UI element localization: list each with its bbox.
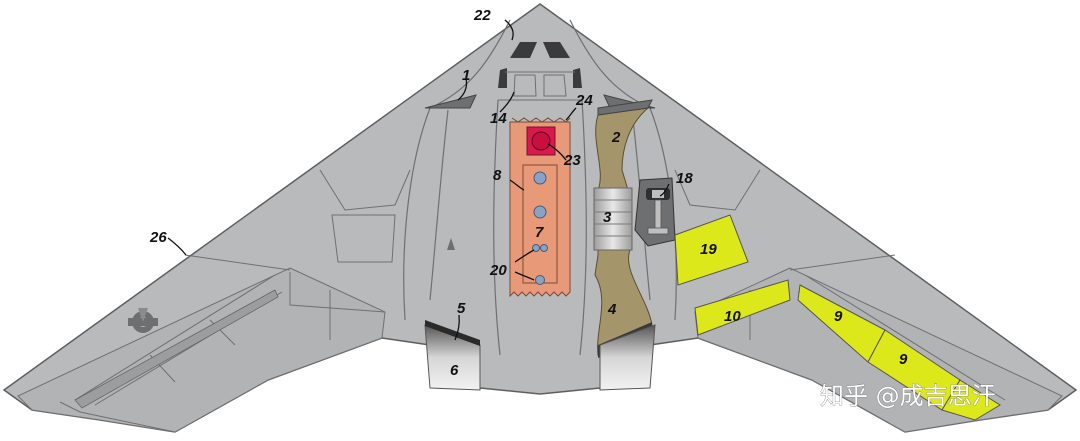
label-8: 8: [493, 167, 502, 184]
panel-9-tip: [941, 379, 1001, 421]
wing-panel-lines: [184, 169, 896, 271]
panel-10: [694, 279, 791, 336]
left-inlet: [424, 94, 477, 109]
left-control-surfaces: [59, 272, 386, 433]
label-9-b: 9: [899, 351, 908, 368]
weapons-bay: [509, 117, 571, 298]
label-2: 2: [611, 129, 621, 146]
label-7: 7: [535, 224, 544, 241]
label-14: 14: [490, 110, 507, 127]
label-18: 18: [676, 170, 693, 187]
label-5: 5: [457, 300, 466, 317]
label-1: 1: [462, 67, 470, 84]
label-4: 4: [607, 301, 617, 318]
launcher-store: [533, 205, 547, 219]
leader-lines: [167, 19, 670, 341]
launcher-store: [533, 171, 547, 185]
bay-frame-3: [593, 187, 633, 251]
right-exhaust: [599, 324, 656, 391]
label-20: 20: [489, 262, 507, 279]
left-trailing-slot: [74, 289, 279, 409]
equipment-bay: [593, 99, 653, 358]
label-22: 22: [473, 7, 491, 24]
callout-labels: 22 1 14 24 2 23 18 8 3 7 19 26 20 4 5 10…: [149, 7, 908, 379]
landing-gear-bay: [634, 177, 676, 247]
cockpit-hatches: [498, 71, 582, 101]
cockpit-windows: [498, 42, 582, 88]
launcher-store: [535, 275, 545, 285]
panel-19: [674, 214, 749, 286]
label-23: 23: [563, 152, 581, 169]
launcher-store: [532, 244, 540, 252]
fuselage-marker: [447, 238, 455, 250]
label-24: 24: [575, 92, 593, 109]
label-19: 19: [700, 241, 717, 258]
label-3: 3: [603, 209, 612, 226]
watermark: 知乎 @成吉思汗: [820, 382, 996, 410]
label-10: 10: [724, 308, 741, 325]
label-6: 6: [450, 362, 459, 379]
national-insignia: [128, 308, 158, 333]
label-9-a: 9: [834, 308, 843, 325]
label-26: 26: [149, 229, 167, 246]
launcher-store: [540, 244, 548, 252]
